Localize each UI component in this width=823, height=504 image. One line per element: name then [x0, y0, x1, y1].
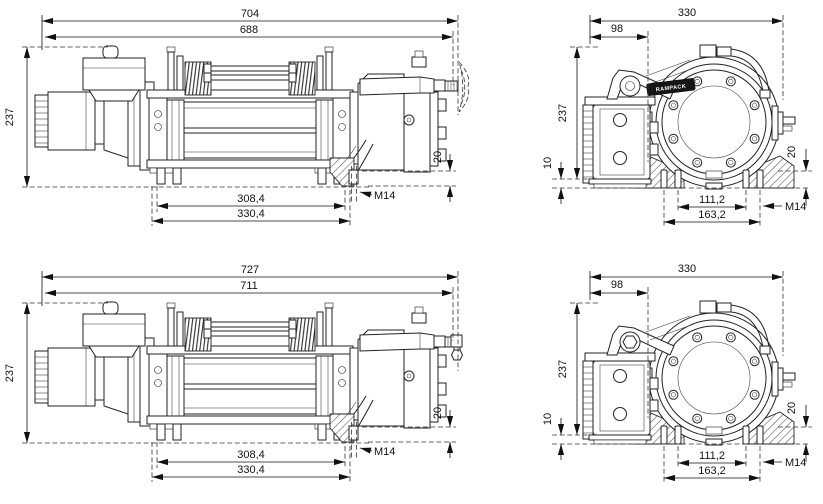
dim-stud-thread: M14	[374, 190, 395, 202]
dim-bolt-spacing-outer: 163,2	[698, 209, 726, 221]
view-bottom-right-front: 330 98 237 10 111,2 163,2 20 M14	[542, 263, 812, 484]
dim-height: 237	[4, 108, 16, 126]
dim-foot-spacing-outer: 330,4	[237, 208, 265, 220]
dim-overall-width: 330	[678, 7, 696, 19]
dim-mounting-length: 711	[240, 280, 258, 292]
dim-stud-protrusion: 20	[786, 146, 798, 158]
dim-height: 237	[557, 104, 569, 122]
dim-stud-thread: M14	[374, 446, 395, 458]
dim-stud-protrusion: 20	[786, 402, 798, 414]
winch-side-drawing	[34, 301, 459, 443]
clutch-handle-dashed	[458, 61, 470, 113]
clutch-handle-solid	[450, 334, 463, 361]
dim-foot-spacing-outer: 330,4	[237, 464, 265, 476]
dim-motor-overhang: 98	[611, 279, 623, 291]
dim-overall-length: 727	[241, 264, 259, 276]
dim-stud-thread: M14	[785, 457, 806, 469]
dim-height: 237	[4, 364, 16, 382]
winch-side-drawing	[34, 45, 459, 187]
dim-stud-protrusion: 20	[432, 151, 444, 163]
dim-foot-spacing-inner: 308,4	[237, 449, 265, 461]
dim-mounting-length: 688	[240, 24, 258, 36]
dim-base-clearance: 10	[542, 157, 554, 169]
brand-nameplate: RAMPACK	[646, 78, 696, 96]
dim-motor-overhang: 98	[611, 23, 623, 35]
brand-nameplate-text: RAMPACK	[656, 84, 687, 94]
view-bottom-left-side: 727 711 237 308,4 330,4 20 M14	[4, 264, 463, 482]
dim-overall-length: 704	[241, 8, 259, 20]
view-top-right-front: RAMPACK 330 98 237 10 111,2 163,2 20 M14	[542, 7, 812, 228]
winch-front-drawing	[582, 44, 796, 190]
dim-bolt-spacing-inner: 111,2	[699, 194, 725, 206]
dim-height: 237	[557, 360, 569, 378]
dim-stud-protrusion: 20	[432, 407, 444, 419]
dim-base-clearance: 10	[542, 413, 554, 425]
winch-front-drawing	[582, 300, 796, 446]
dim-bolt-spacing-outer: 163,2	[698, 465, 726, 477]
dim-overall-width: 330	[678, 263, 696, 275]
pivot-hex-bolt	[622, 335, 638, 349]
dim-bolt-spacing-inner: 111,2	[699, 450, 725, 462]
dim-stud-thread: M14	[785, 201, 806, 213]
view-top-left-side: 704 688 237 308,4 330,4 20 M14	[4, 8, 470, 226]
dim-foot-spacing-inner: 308,4	[237, 193, 265, 205]
